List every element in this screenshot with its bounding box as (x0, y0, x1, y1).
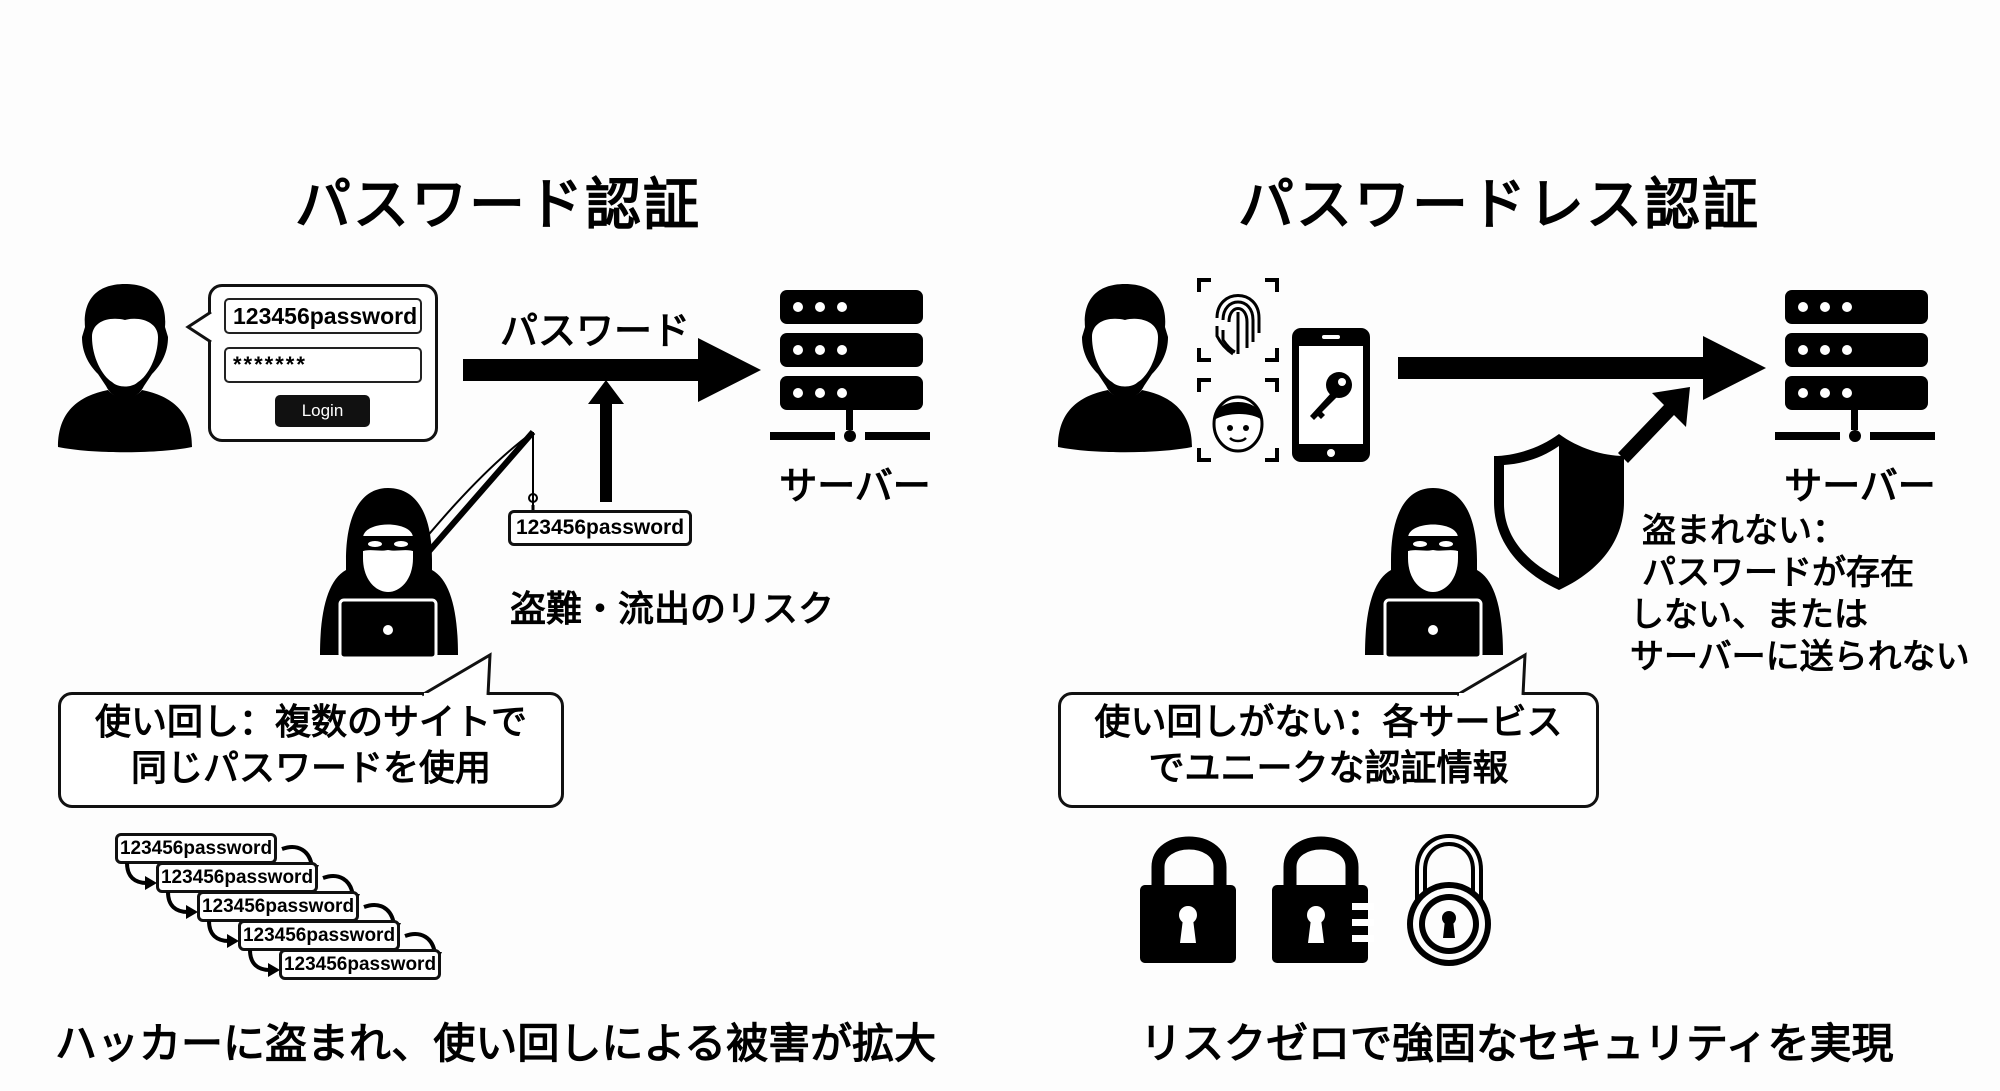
password-field[interactable]: ******* (224, 347, 422, 383)
blocked-arrow-icon (1618, 387, 1690, 463)
username-field[interactable]: 123456password (224, 298, 422, 334)
unique-bubble-line-1: 使い回しがない：各サービス (1094, 702, 1563, 743)
reused-password-tag: 123456password (197, 891, 359, 922)
hacker-icon (1365, 488, 1503, 660)
curved-arrow-icon (166, 891, 198, 919)
face-id-icon (1197, 378, 1279, 462)
reuse-speech-bubble (58, 692, 564, 808)
cannot-be-stolen-note: 盗まれない： パスワードが存在 しない、または サーバーに送られない (1630, 510, 1970, 678)
curved-arrow-icon (248, 949, 280, 977)
reuse-bubble-text: 使い回し：複数のサイトで 同じパスワードを使用 (58, 700, 564, 792)
curved-arrow-icon (207, 920, 239, 948)
note-line-4: サーバーに送られない (1630, 637, 1970, 677)
reuse-bubble-line-1: 使い回し：複数のサイトで (94, 702, 527, 743)
hacker-icon (320, 430, 548, 660)
password-auth-title: パスワード認証 (295, 173, 701, 238)
risk-label: 盗難・流出のリスク (510, 589, 835, 630)
reused-password-tag: 123456password (279, 949, 441, 980)
send-arrow-icon (1398, 336, 1766, 400)
unique-bubble-text: 使い回しがない：各サービス でユニークな認証情報 (1058, 700, 1599, 792)
bubble-tail (421, 652, 492, 701)
note-line-2: パスワードが存在 (1642, 553, 1914, 593)
round-padlock-icon (1407, 834, 1491, 966)
server-label: サーバー (1784, 464, 1936, 508)
right-caption: リスクゼロで強固なセキュリティを実現 (1140, 1019, 1894, 1068)
unique-credentials-bubble (1058, 692, 1599, 808)
send-arrow-icon (463, 338, 761, 402)
server-icon (770, 290, 930, 442)
reuse-bubble-line-2: 同じパスワードを使用 (130, 748, 491, 789)
combination-lock-icon (1272, 836, 1374, 963)
login-button[interactable]: Login (275, 395, 370, 427)
user-icon (1058, 284, 1192, 453)
user-icon (58, 284, 192, 453)
bubble-tail (185, 310, 212, 344)
reused-password-tag: 123456password (238, 920, 400, 951)
curved-arrow-icon (125, 862, 157, 890)
unique-bubble-line-2: でユニークな認証情報 (1148, 748, 1509, 789)
shield-icon (1494, 434, 1624, 590)
intercept-arrow-icon (588, 380, 624, 502)
stolen-password-tag: 123456password (508, 510, 692, 546)
phone-key-icon (1292, 328, 1370, 462)
padlock-icon (1140, 836, 1236, 963)
left-caption: ハッカーに盗まれ、使い回しによる被害が拡大 (55, 1019, 937, 1068)
reused-password-tag: 123456password (156, 862, 318, 893)
note-line-3: しない、または (1630, 595, 1868, 635)
password-arrow-label: パスワード (500, 309, 691, 353)
note-line-1: 盗まれない： (1642, 511, 1846, 551)
bubble-tail (1456, 652, 1527, 701)
server-label: サーバー (779, 464, 931, 508)
fingerprint-icon (1197, 278, 1279, 362)
reused-password-tag: 123456password (115, 833, 277, 864)
server-icon (1775, 290, 1935, 442)
passwordless-auth-title: パスワードレス認証 (1238, 173, 1760, 238)
